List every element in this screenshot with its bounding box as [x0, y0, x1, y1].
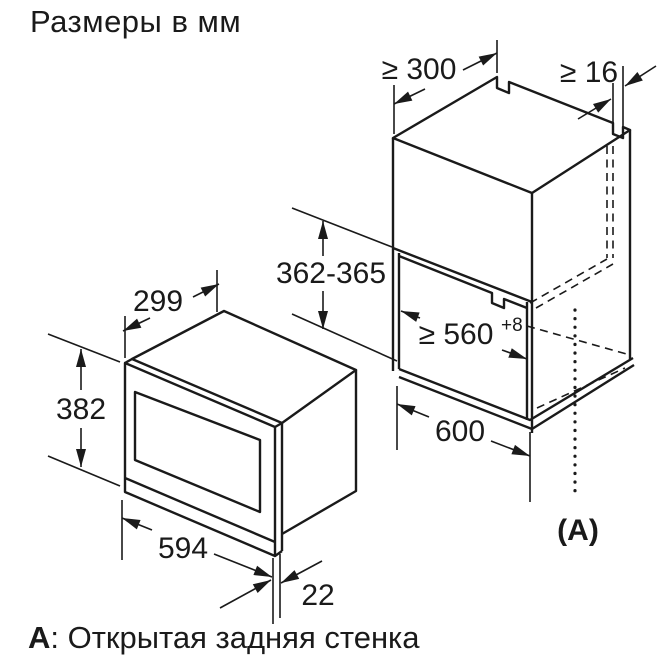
open-back-hidden-edges [526, 146, 631, 409]
dim-label-cabinet-width: 600 [435, 415, 485, 448]
dim-label-frame-clearance: 22 [301, 579, 334, 612]
rear-wall-label: (A) [557, 514, 599, 547]
dim-label-clearance-above: ≥ 300 [382, 53, 457, 86]
footnote-key: A [28, 620, 51, 655]
dim-label-appliance-depth: 299 [133, 285, 183, 318]
dim-label-niche-width: ≥ 560 [419, 318, 494, 351]
footnote: A: Открытая задняя стенка [28, 620, 420, 656]
footnote-text: : Открытая задняя стенка [50, 620, 420, 655]
dim-label-appliance-height: 382 [56, 393, 106, 426]
cabinet-top-face [391, 75, 632, 195]
microwave-door-window [133, 390, 262, 514]
microwave-drawing [123, 309, 358, 558]
cabinet-drawing [391, 75, 635, 499]
dim-label-niche-height: 362-365 [276, 257, 386, 290]
dim-label-wall-thickness: ≥ 16 [560, 56, 618, 89]
niche-hook-notch [398, 254, 528, 310]
microwave-front-frame [123, 361, 277, 558]
dimension-lines [76, 52, 657, 609]
extension-lines [47, 40, 624, 624]
dim-label-appliance-width: 594 [158, 532, 208, 565]
page-title: Размеры в мм [30, 4, 242, 39]
dim-label-niche-width-tolerance: +8 [501, 315, 523, 336]
